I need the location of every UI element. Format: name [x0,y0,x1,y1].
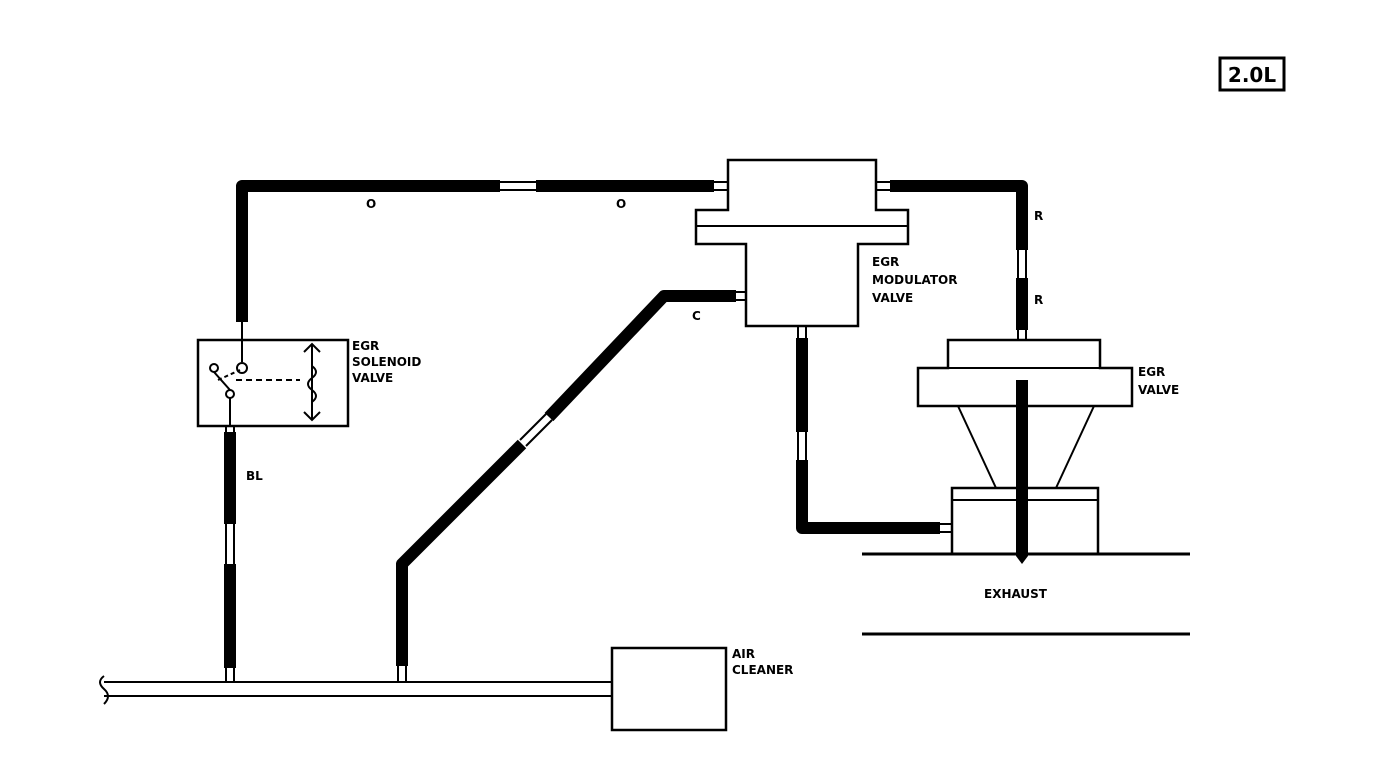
svg-text:EGR: EGR [872,255,899,269]
intake-tube [99,675,612,705]
svg-text:EGR: EGR [352,339,379,353]
hose-solenoid-up [236,180,500,322]
svg-text:VALVE: VALVE [1138,383,1179,397]
hose-diagonal-upper [544,290,736,422]
svg-text:VALVE: VALVE [352,371,393,385]
egr-valve-label: EGR VALVE [1138,365,1179,397]
hose-code-o-left: O [366,197,376,211]
svg-text:AIR: AIR [732,647,755,661]
engine-badge: 2.0L [1218,56,1286,92]
hose-code-o-right: O [616,197,626,211]
engine-badge-label: 2.0L [1228,63,1276,87]
top-connector [500,181,536,191]
hose-modulator-bottom-lower [796,460,940,534]
svg-text:MODULATOR: MODULATOR [872,273,957,287]
svg-text:VALVE: VALVE [872,291,913,305]
svg-text:SOLENOID: SOLENOID [352,355,421,369]
egr-modulator-valve-label: EGR MODULATOR VALVE [872,255,957,305]
svg-text:EGR: EGR [1138,365,1165,379]
hose-code-r-upper: R [1034,209,1043,223]
hose-code-r-lower: R [1034,293,1043,307]
egr-modulator-valve [694,158,910,328]
svg-text:CLEANER: CLEANER [732,663,793,677]
hose-diagonal-lower [396,439,527,666]
hose-code-c: C [692,309,701,323]
air-cleaner-box [610,646,728,732]
air-cleaner-label: AIR CLEANER [732,647,793,677]
hose-modulator-to-egr-upper [890,180,1028,250]
hose-code-bl: BL [246,469,263,483]
egr-valve [916,338,1134,564]
egr-solenoid-valve [196,338,350,428]
egr-solenoid-valve-label: EGR SOLENOID VALVE [352,339,421,385]
exhaust-label: EXHAUST [984,587,1048,601]
